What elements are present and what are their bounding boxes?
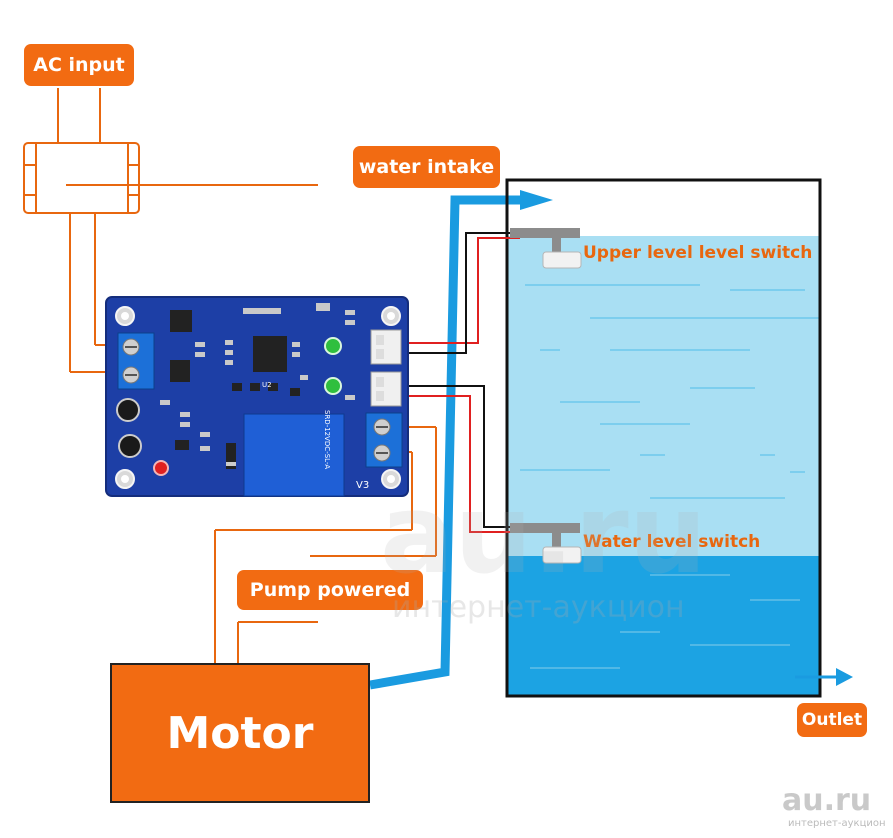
pump-wiring — [214, 426, 437, 663]
sensor-wiring — [408, 232, 520, 533]
relay-model: SRD-12VDC-SL-A — [323, 410, 331, 469]
upper-float-switch — [510, 228, 582, 269]
watermark-subtitle: интернет-аукцион — [392, 590, 685, 625]
tank — [505, 178, 822, 698]
v3-label: V3 — [356, 480, 369, 491]
ac-terminal-block — [117, 332, 155, 390]
corner-watermark-logo: au.ru — [782, 783, 872, 818]
corner-watermark-subtitle: интернет-аукцион — [788, 818, 886, 829]
ac-wiring — [23, 88, 318, 373]
u2-label: U2 — [262, 381, 272, 389]
controller-board: SRD-12VDC-SL-A V3 U2 — [105, 296, 409, 497]
intake-pipe — [369, 190, 553, 690]
water-level-switch-label: Water level switch — [583, 532, 761, 552]
motor-box: Motor — [110, 663, 370, 803]
relay: SRD-12VDC-SL-A — [243, 410, 345, 497]
upper-level-switch-label: Upper level level switch — [583, 243, 813, 263]
lower-float-switch — [510, 523, 582, 564]
outlet-label: Outlet — [797, 703, 867, 737]
outlet-arrow — [795, 668, 853, 686]
watermark-logo: au.ru — [380, 470, 707, 598]
sensor-connectors — [370, 329, 402, 407]
pump-powered-label: Pump powered — [237, 570, 423, 610]
pump-terminal-block — [365, 412, 403, 468]
water-intake-label: water intake — [353, 146, 500, 188]
motor-label: Motor — [166, 707, 314, 759]
ac-input-label: AC input — [24, 44, 134, 86]
